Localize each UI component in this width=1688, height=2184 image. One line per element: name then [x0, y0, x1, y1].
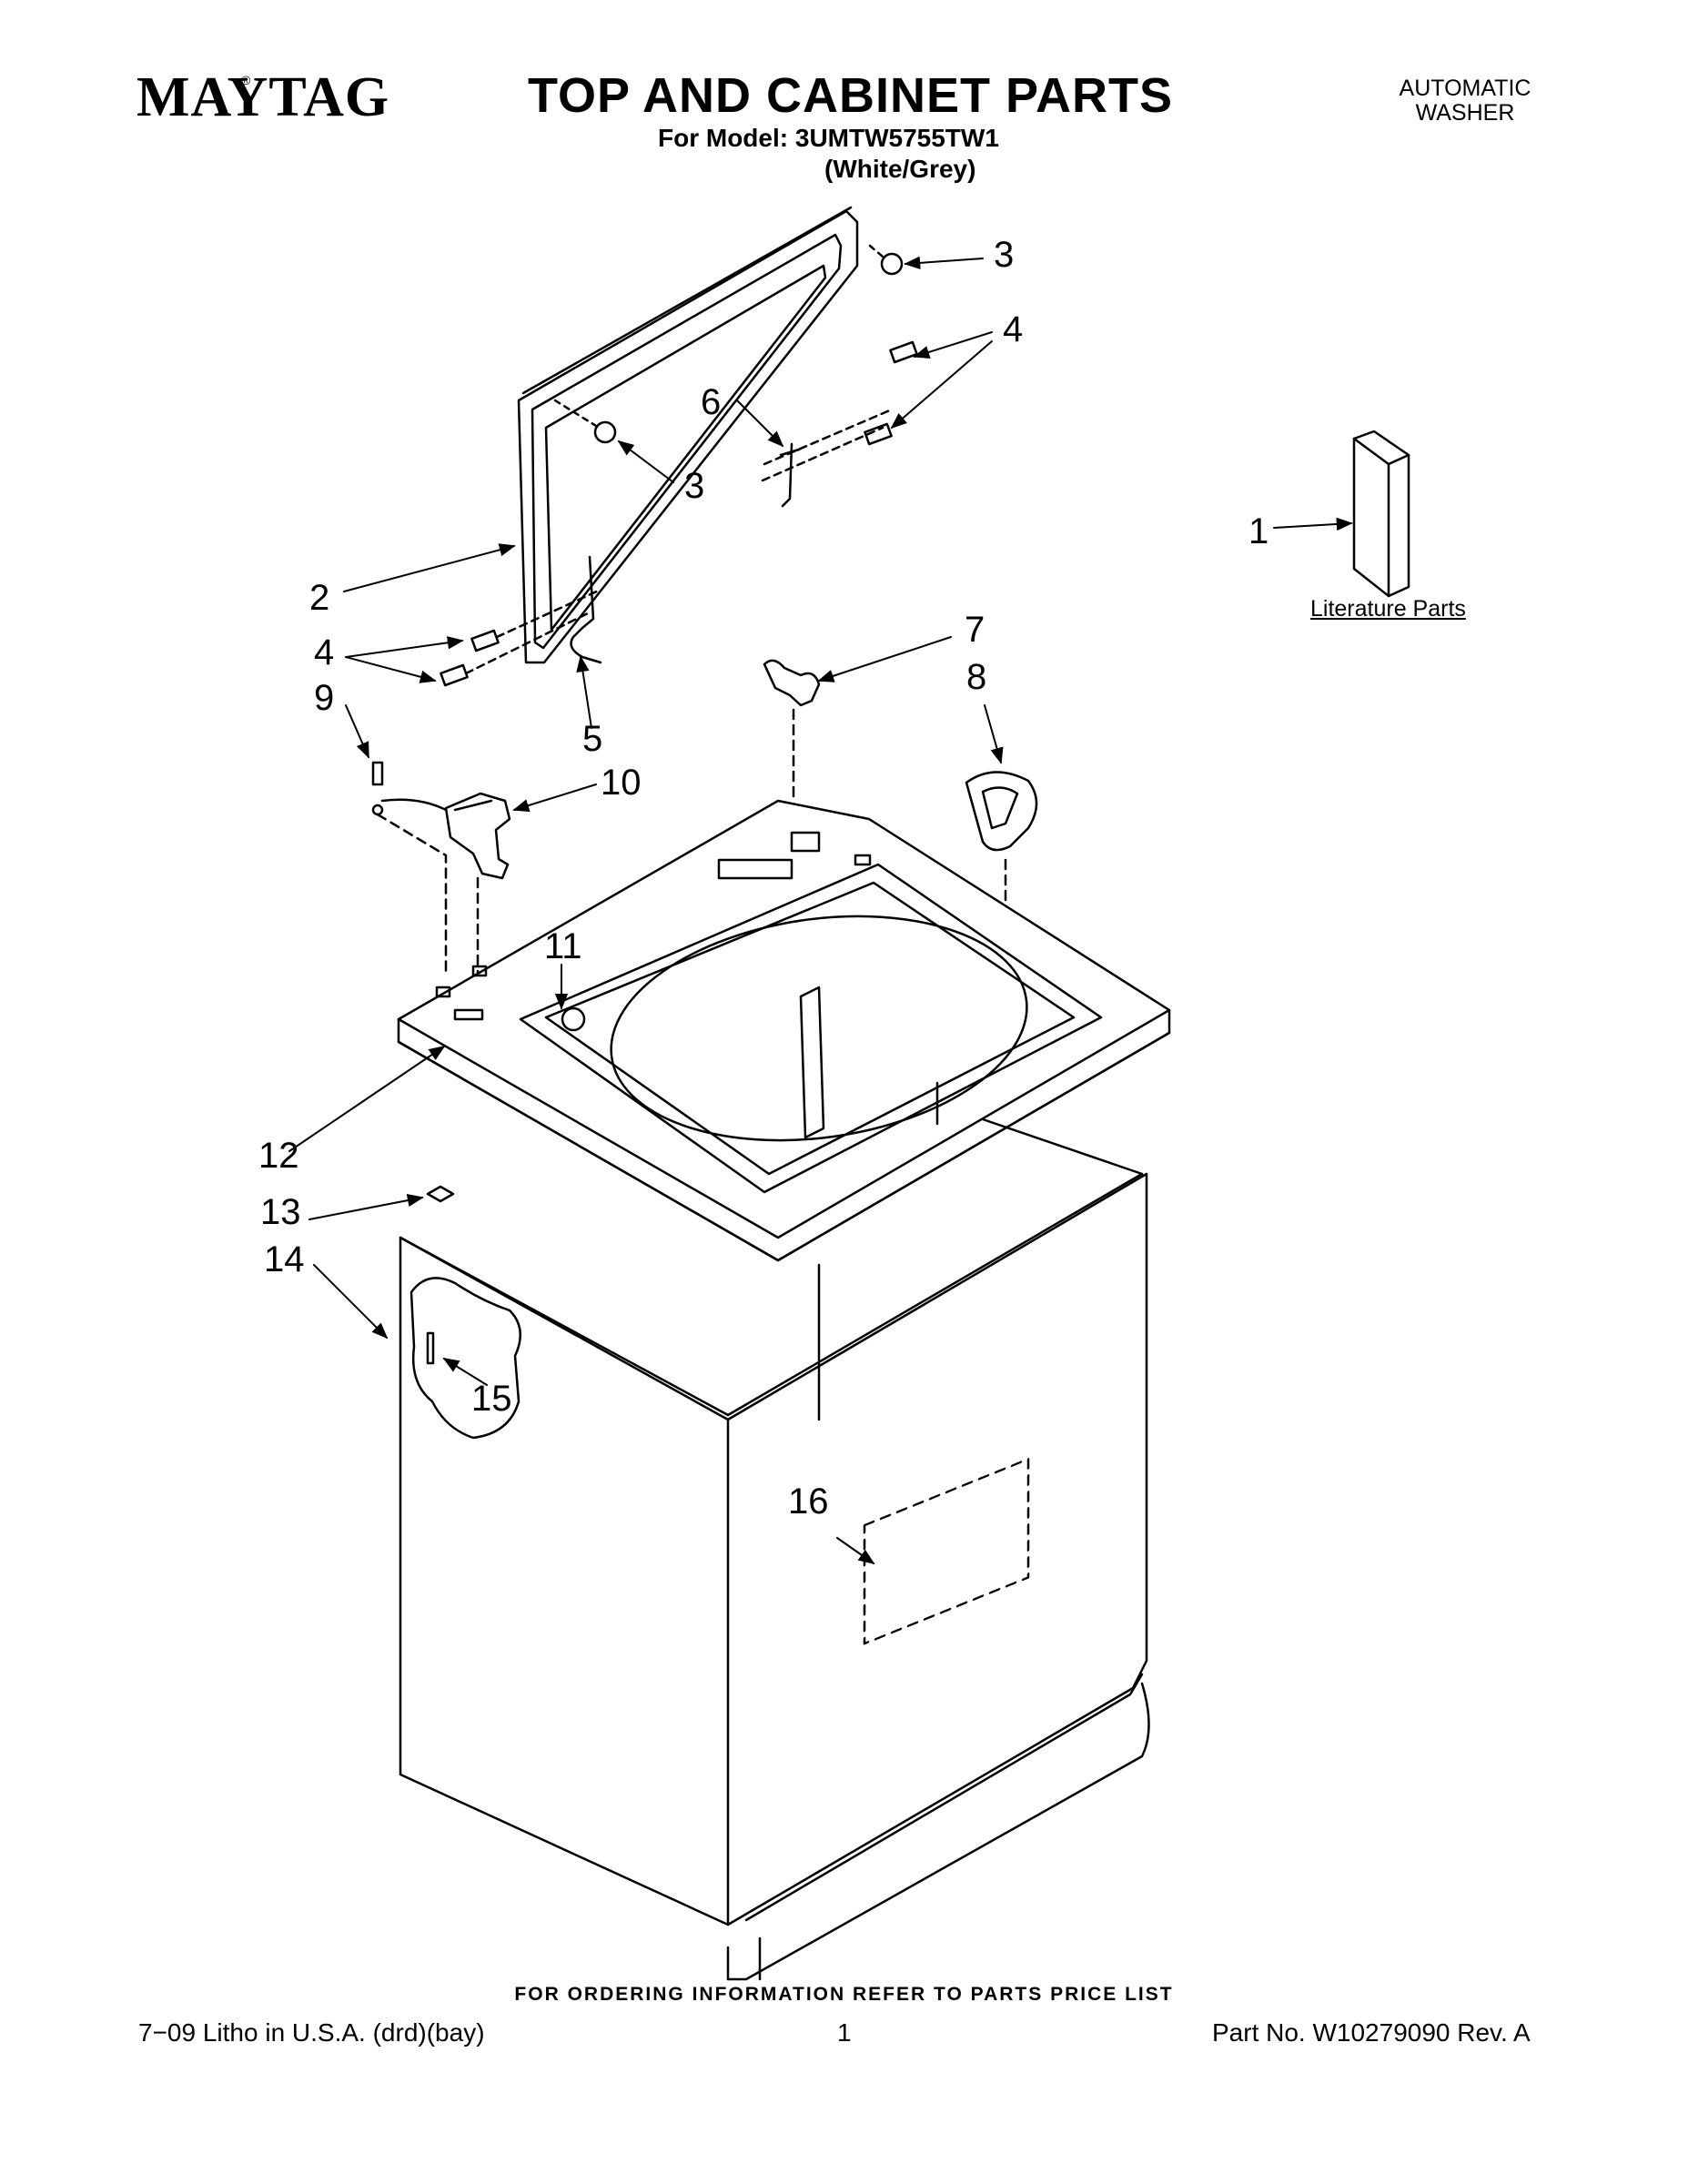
ordering-note: FOR ORDERING INFORMATION REFER TO PARTS … [514, 1984, 1174, 2005]
callout-1: 1 [1248, 511, 1269, 551]
lid-screw-upper [868, 244, 904, 276]
callout-16: 16 [788, 1481, 829, 1522]
top-panel [397, 799, 1171, 1262]
callout-8: 8 [966, 657, 987, 697]
hinge-bolt-4 [440, 663, 469, 687]
registered-mark: ® [241, 73, 251, 87]
lid [517, 206, 859, 664]
cabinet [399, 1081, 1150, 1981]
product-type-line1: AUTOMATIC [1399, 76, 1531, 101]
lid-switch [444, 792, 511, 880]
color-variant: (White/Grey) [824, 155, 976, 183]
clip [426, 1185, 455, 1203]
callout-11: 11 [544, 926, 582, 966]
lid-hinge-right [779, 442, 801, 508]
callout-13: 13 [260, 1192, 301, 1232]
callout-9: 9 [314, 678, 335, 718]
switch-screw [371, 761, 480, 976]
model-line: For Model: 3UMTW5755TW1 [658, 124, 999, 152]
literature-booklet [1352, 430, 1410, 598]
callout-4-lower: 4 [314, 632, 335, 672]
callout-3-upper: 3 [994, 235, 1015, 275]
callout-4-upper: 4 [1003, 309, 1024, 349]
page-number: 1 [837, 2018, 852, 2047]
cabinet-cutaway [409, 1277, 521, 1440]
lid-strike [763, 659, 821, 803]
leader-arrows [288, 256, 1353, 1565]
product-type-line2: WASHER [1415, 100, 1515, 126]
callout-14: 14 [264, 1239, 305, 1279]
brand-logo: MAYTAG [136, 66, 390, 128]
hinge-bolt-2 [864, 422, 893, 446]
part-number: Part No. W10279090 Rev. A [1212, 2018, 1531, 2047]
callout-2: 2 [309, 578, 330, 618]
product-type: AUTOMATIC WASHER [1356, 76, 1574, 126]
litho-info: 7−09 Litho in U.S.A. (drd)(bay) [138, 2018, 485, 2047]
callout-6: 6 [701, 382, 722, 422]
label-location [863, 1458, 1030, 1645]
callout-5: 5 [582, 719, 603, 759]
page-title: TOP AND CABINET PARTS [528, 68, 1174, 123]
callout-3-lower: 3 [684, 466, 705, 506]
callout-15: 15 [471, 1379, 512, 1419]
hinge-bolt-1 [889, 340, 918, 364]
lid-screw-lower [553, 399, 617, 444]
callout-12: 12 [258, 1136, 299, 1176]
hinge-bolt-3 [470, 629, 500, 652]
callout-10: 10 [601, 763, 642, 803]
callout-7: 7 [965, 610, 986, 650]
literature-parts-label: Literature Parts [1310, 596, 1466, 622]
